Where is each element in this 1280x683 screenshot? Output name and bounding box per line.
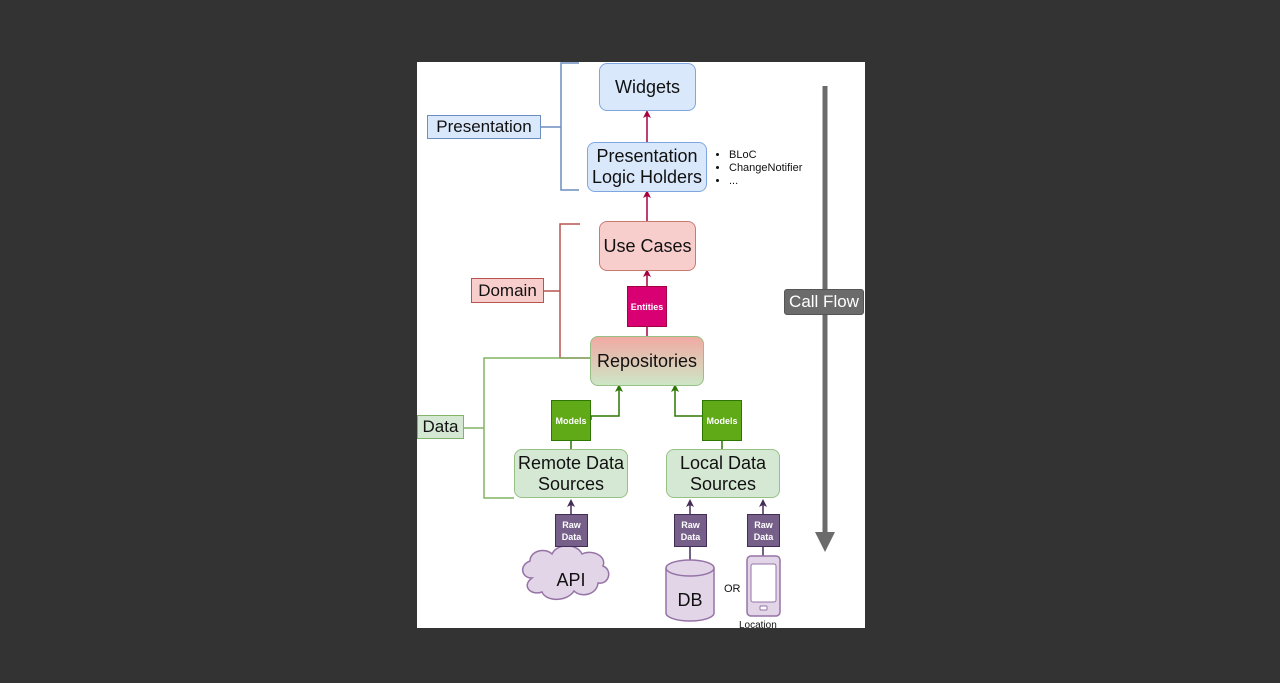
api-cloud-icon <box>522 545 610 601</box>
domain-layer-label: Domain <box>471 278 544 303</box>
example-item: ... <box>729 175 802 188</box>
phone-icon <box>746 555 781 617</box>
arrow-models-left-to-repo <box>590 384 623 420</box>
call-flow-label: Call Flow <box>784 289 864 315</box>
presentation-logic-holders-node: Presentation Logic Holders <box>587 142 707 192</box>
repositories-node: Repositories <box>590 336 704 386</box>
widgets-node: Widgets <box>599 63 696 111</box>
example-item: BLoC <box>729 149 802 162</box>
api-label: API <box>556 570 586 590</box>
call-flow-arrow <box>815 86 835 552</box>
raw-data-tag-db: Raw Data <box>674 514 707 547</box>
database-icon <box>665 559 715 622</box>
remote-data-sources-node: Remote Data Sources <box>514 449 628 498</box>
data-bracket <box>464 357 592 499</box>
domain-bracket <box>544 223 592 359</box>
raw-data-tag-location: Raw Data <box>747 514 780 547</box>
local-data-sources-node: Local Data Sources <box>666 449 780 498</box>
logic-holder-examples: BLoC ChangeNotifier ... <box>717 149 802 188</box>
architecture-diagram: Presentation Domain Data Widgets Present… <box>417 62 865 628</box>
entities-tag: Entities <box>627 286 667 327</box>
raw-data-tag-api: Raw Data <box>555 514 588 547</box>
presentation-bracket <box>541 62 579 191</box>
use-cases-node: Use Cases <box>599 221 696 271</box>
data-layer-label: Data <box>417 415 464 439</box>
models-tag-local: Models <box>702 400 742 441</box>
example-item: ChangeNotifier <box>729 162 802 175</box>
models-tag-remote: Models <box>551 400 591 441</box>
db-label: DB <box>677 590 703 610</box>
location-label: Location <box>739 620 777 628</box>
presentation-layer-label: Presentation <box>427 115 541 139</box>
or-label: OR <box>724 583 741 595</box>
